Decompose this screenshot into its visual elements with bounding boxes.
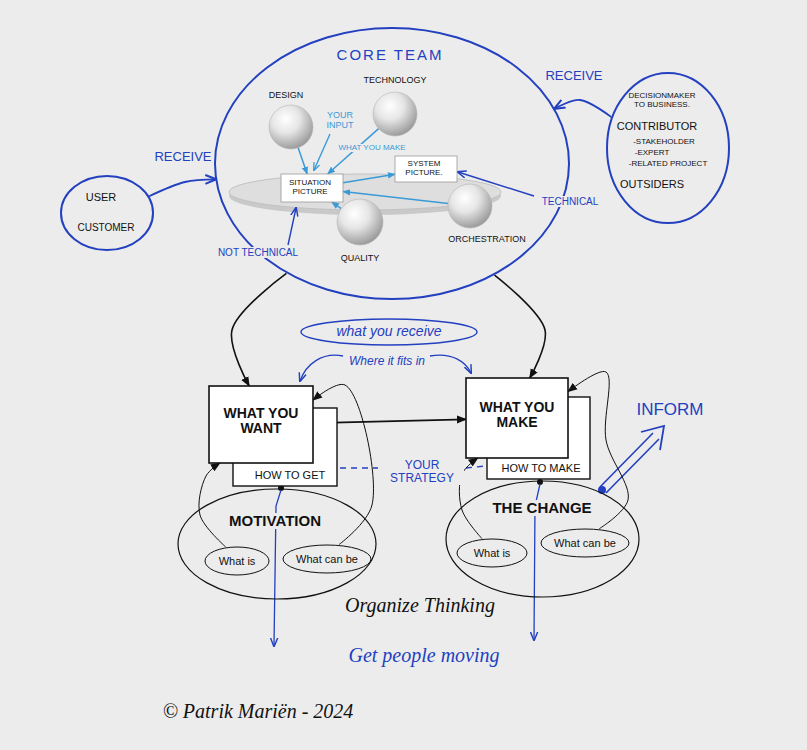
role-sphere: DESIGN [256,88,320,150]
receive-oval: what you receive [300,318,478,346]
leader-line [288,208,296,245]
ellipse-outline [177,488,377,600]
user-ellipse: USER CUSTOMER [60,175,154,251]
inform-note: INFORM [634,401,705,420]
ellipse-border [457,539,527,567]
box-border [395,156,457,182]
sphere-body [448,184,492,228]
connector [298,148,307,174]
node-text: What is [219,555,256,567]
ellipse-border [215,28,569,299]
connector [555,100,611,117]
node-text: SYSTEM PICTURE. [398,160,450,178]
summary-note: Get people moving [346,644,501,666]
node-text: CONTRIBUTOR [617,120,697,132]
change-ellipse: What is What can be THE CHANGE [445,480,640,598]
ellipse-border [178,489,376,599]
picture-card: SITUATION PICTURE [281,174,343,202]
sphere-body [337,199,383,245]
box-border [233,408,337,486]
strategy-note: YOUR STRATEGY [380,459,464,485]
role-sphere: ORCHESTRATION [436,183,540,249]
ellipse-border [205,547,269,575]
ellipse-outline [60,175,154,251]
ellipse-border [541,529,629,557]
box-border [209,386,313,463]
node-text: SITUATION PICTURE [284,179,336,197]
sphere-body [269,105,313,149]
picture-card: SYSTEM PICTURE. [395,156,457,182]
node-text: DECISIONMAKER TO BUSINESS. [622,92,702,110]
node-text: what you receive [336,324,441,339]
connector [495,275,546,378]
ellipse-outline [214,27,570,300]
ellipse-border [283,545,371,573]
leader-line [430,355,471,373]
node-text: TECHNOLOGY [363,76,426,86]
inner-oval: What is [456,538,528,568]
node-text: WHAT YOU MAKE [471,400,563,431]
node-text: MOTIVATION [227,513,323,530]
node-text: ORCHESTRATION [448,235,525,245]
sphere-outline [337,199,383,245]
box-border [466,378,568,458]
summary-note: Organize Thinking [343,594,497,616]
core-team-ellipse: DESIGN TECHNOLOGY SITUATION PICTURE SYSTEM … [214,27,570,300]
ellipse-border [301,319,477,345]
node-text: THE CHANGE [490,500,593,517]
inner-oval: What is [204,546,270,576]
box-border [487,397,590,479]
edge-label: RECEIVE [152,150,213,164]
inner-oval: What can be [282,544,372,574]
node-text: DESIGN [269,91,304,101]
connector [149,179,215,196]
node-text: HOW TO MAKE [501,462,580,474]
copyright: © Patrik Mariën - 2024 [161,700,356,722]
node-text: QUALITY [341,254,380,264]
leader-line [300,355,343,381]
sphere-outline [269,105,313,149]
node-text: CORE TEAM [337,47,444,64]
role-sphere: QUALITY [334,198,390,268]
node-text: What is [474,547,511,559]
node-text: USER [86,191,117,203]
want-box: WHAT YOU WANT [209,386,313,463]
motivation-ellipse: What is What can be MOTIVATION [177,488,377,600]
role-sphere: TECHNOLOGY [356,72,434,138]
outsiders-ellipse: DECISIONMAKER TO BUSINESS. CONTRIBUTOR -ST… [606,72,730,224]
edge-label: RECEIVE [543,69,604,83]
node-text: -EXPERT [635,149,670,158]
box-border [281,174,343,202]
ellipse-border [446,481,639,597]
inform-arrowhead [641,426,664,450]
connector [332,202,341,209]
ellipse-border [607,73,729,223]
node-text: WHAT YOU WANT [215,406,307,437]
inform-arrow [600,433,659,493]
category-note: TECHNICAL [540,196,601,207]
inner-oval: What can be [540,528,630,558]
connector [231,273,286,386]
node-text: HOW TO GET [255,469,326,481]
sphere-outline [448,184,492,228]
node-text: CUSTOMER [77,222,134,233]
fit-note: Where it fits in [347,355,427,368]
ellipse-border [61,176,153,250]
node-text: -STAKEHOLDER [633,138,695,147]
connector [199,463,226,547]
input-note: YOUR INPUT [315,111,365,131]
category-note: NOT TECHNICAL [216,247,300,258]
node-text: What can be [296,553,358,565]
node-text: OUTSIDERS [620,178,684,190]
make-box: WHAT YOU MAKE [466,378,568,458]
leader-line [314,134,330,170]
sphere-outline [373,92,417,136]
sphere-body [373,92,417,136]
connector [343,174,395,183]
node-text: What can be [554,537,616,549]
strategy-dash [466,466,485,468]
edge-label: WHAT YOU MAKE [336,144,407,153]
node-text: -RELATED PROJECT [629,160,708,169]
